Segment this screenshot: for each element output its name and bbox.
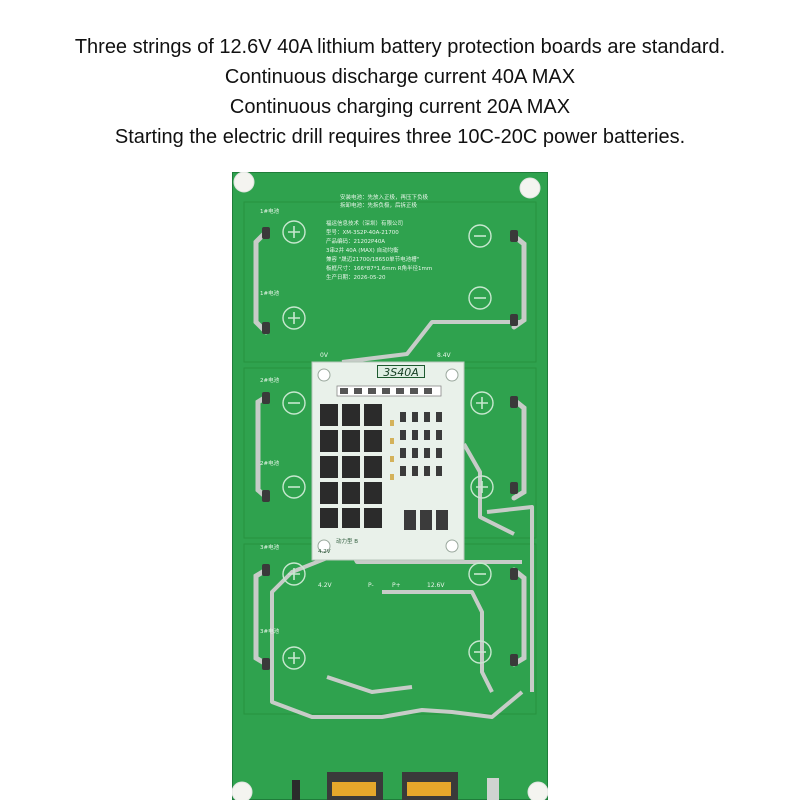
plus-pad-icon [470, 475, 494, 499]
plus-pad-icon [282, 646, 306, 670]
minus-pad-icon [468, 562, 492, 586]
caption-line-1: Three strings of 12.6V 40A lithium batte… [74, 36, 726, 58]
pin-label-p-minus: P- [368, 582, 374, 589]
maker-line-2: 型号：XM-3S2P-40A-21700 [326, 230, 399, 236]
plus-pad-icon [282, 562, 306, 586]
cell-label: 2#电池 [260, 378, 280, 384]
pin-label-4v2: 4.2V [318, 582, 332, 589]
cell-label: 1#电池 [260, 291, 280, 297]
caption-line-3: Continuous charging current 20A MAX [229, 96, 571, 118]
minus-pad-icon [468, 224, 492, 248]
mounting-hole-icon [232, 781, 253, 800]
bms-model-label: 3S40A [377, 365, 425, 379]
maker-line-6: 板框尺寸：166*87*1.6mm R角半径1mm [326, 266, 433, 272]
maker-line-4: 3串2并 40A (MAX) 自动均衡 [326, 248, 399, 254]
mounting-hole-icon [233, 172, 255, 193]
minus-pad-icon [468, 286, 492, 310]
bms-note-2: 4.2V [318, 549, 331, 555]
install-note-1: 安装电池：先放入正极，再压下负极 [340, 195, 429, 201]
battery-pcb-board: 安装电池：先放入正极，再压下负极 拆卸电池：先拆负极，后拆正极 福运信息技术（深… [232, 172, 548, 800]
pcb-illustration [232, 172, 548, 800]
plus-pad-icon [282, 306, 306, 330]
maker-line-3: 产品编码：21202P40A [326, 239, 386, 245]
caption-line-4: Starting the electric drill requires thr… [114, 126, 686, 148]
pin-label-p-plus: P+ [392, 582, 401, 589]
minus-pad-icon [282, 475, 306, 499]
plus-pad-icon [282, 220, 306, 244]
polarity-pads [282, 220, 494, 670]
maker-line-5: 兼容 "晟迈21700/18650单节电池槽" [326, 257, 420, 263]
mosfet-array [320, 404, 382, 528]
minus-pad-icon [468, 640, 492, 664]
maker-line-7: 生产日期：2026-05-20 [326, 275, 386, 281]
bottom-connectors [292, 772, 499, 800]
maker-line-1: 福运信息技术（深圳）有限公司 [326, 221, 404, 227]
balance-connector-icon [336, 385, 442, 397]
cell-label: 1#电池 [260, 209, 280, 215]
bms-protection-board [311, 361, 465, 561]
minus-pad-icon [282, 391, 306, 415]
install-note-2: 拆卸电池：先拆负极，后拆正极 [340, 203, 418, 209]
mounting-hole-icon [527, 781, 548, 800]
bms-note-1: 动力型 B [336, 539, 359, 545]
cell-label: 3#电池 [260, 545, 280, 551]
pin-label-8v4: 8.4V [437, 352, 451, 359]
pin-label-0v: 0V [320, 352, 328, 359]
caption-line-2: Continuous discharge current 40A MAX [224, 66, 576, 88]
pin-label-12v6: 12.6V [427, 582, 445, 589]
cell-label: 2#电池 [260, 461, 280, 467]
plus-pad-icon [470, 391, 494, 415]
mounting-hole-icon [519, 177, 541, 199]
cell-label: 3#电池 [260, 629, 280, 635]
